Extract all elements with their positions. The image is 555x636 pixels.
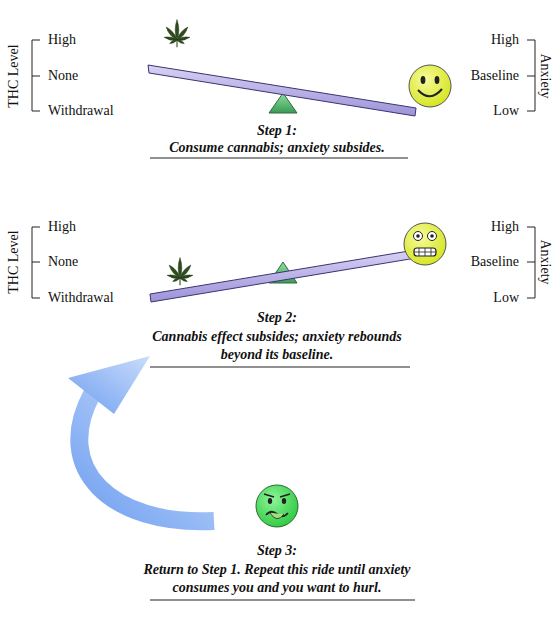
caption-underline (150, 158, 408, 159)
step-heading: Step 3: (137, 542, 417, 560)
return-arrow (68, 356, 214, 521)
axis-title: THC Level (6, 230, 22, 293)
axis-bracket (32, 40, 535, 298)
axis-tick-label: High (48, 219, 76, 235)
axis-title: THC Level (6, 44, 22, 107)
axis-tick-label: High (491, 32, 519, 48)
step-heading: Step 2: (137, 309, 417, 327)
step-caption: Cannabis effect subsides; anxiety reboun… (152, 328, 402, 364)
axis-tick-label: High (48, 32, 76, 48)
axis-tick-label: Baseline (471, 68, 519, 84)
axis-tick-label: Withdrawal (48, 103, 114, 119)
seesaw (150, 250, 416, 302)
seesaw (148, 65, 416, 116)
step-heading: Step 1: (137, 122, 417, 140)
grimacing-face (404, 223, 446, 265)
axis-tick-label: Low (493, 103, 519, 119)
cannabis-leaf (164, 19, 190, 47)
axis-tick-label: Low (493, 290, 519, 306)
axis-title: Anxiety (537, 239, 553, 284)
sick-face (256, 485, 298, 527)
axis-tick-label: Baseline (471, 254, 519, 270)
cannabis-leaf (167, 257, 193, 285)
caption-underline (150, 367, 410, 368)
axis-tick-label: None (48, 68, 78, 84)
axis-tick-label: None (48, 254, 78, 270)
caption-underline (150, 600, 415, 601)
step-caption: Return to Step 1. Repeat this ride until… (132, 561, 422, 597)
axis-tick-label: Withdrawal (48, 290, 114, 306)
axis-title: Anxiety (537, 53, 553, 98)
axis-tick-label: High (491, 219, 519, 235)
step-caption: Consume cannabis; anxiety subsides. (137, 139, 417, 157)
happy-face (409, 65, 451, 107)
